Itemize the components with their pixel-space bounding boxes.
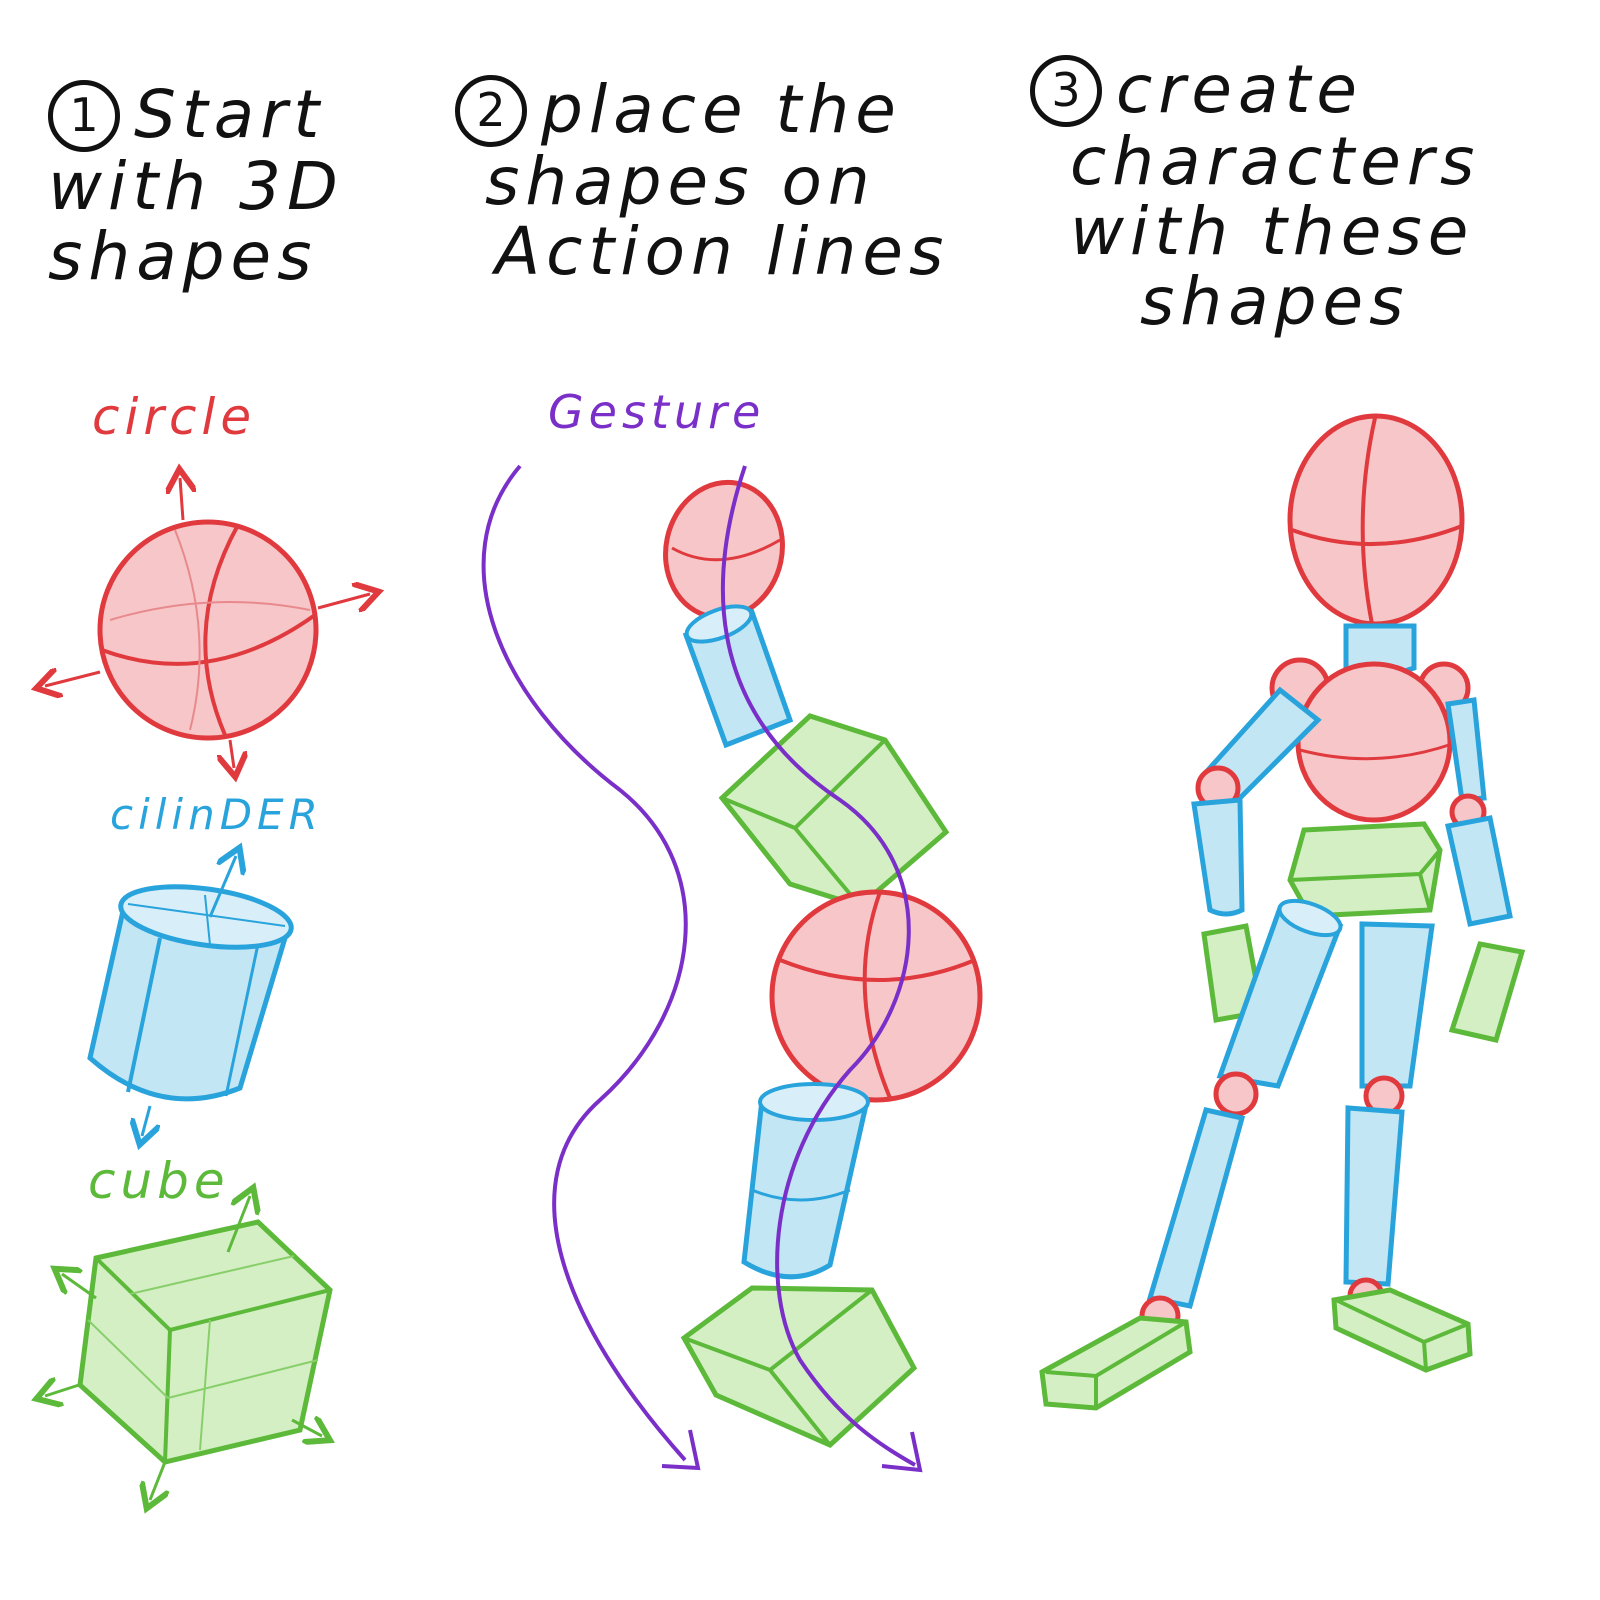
step-1-line-1: Start — [134, 76, 326, 153]
gesture-line-spine — [720, 465, 923, 1473]
sphere-primitive — [97, 519, 319, 741]
step-3-line-1: create — [1116, 51, 1363, 128]
circle-label: circle — [92, 388, 257, 446]
character-mannequin — [1039, 413, 1526, 1411]
gesture-figure-foot-cube — [680, 1285, 918, 1448]
gesture-figure-chest-cube — [718, 713, 950, 909]
cube-primitive — [77, 1219, 333, 1465]
gesture-label: Gesture — [548, 385, 766, 439]
cylinder-axis-arrows — [142, 856, 236, 1136]
sphere-axis-arrows — [45, 478, 370, 768]
cylinder-primitive — [87, 884, 294, 1102]
step-1-line-3: shapes — [48, 218, 318, 295]
step-2-line-1: place the — [541, 71, 902, 148]
step-2-number-badge: 2 — [455, 75, 527, 147]
step-3-line-4: shapes — [1140, 263, 1410, 340]
step-2-line-2: shapes on — [485, 143, 876, 220]
step-3-line-2: characters — [1070, 123, 1481, 200]
step-1-line-2: with 3D — [48, 148, 344, 225]
step-3-number-badge: 3 — [1030, 55, 1102, 127]
cube-axis-arrows — [45, 1196, 322, 1500]
gesture-figure-pelvis-sphere — [769, 889, 983, 1103]
cube-label: cube — [88, 1152, 230, 1210]
gesture-figure-leg-cylinder — [741, 1082, 870, 1280]
cylinder-label: cilinDER — [110, 790, 323, 839]
step-3-line-3: with these — [1070, 193, 1475, 270]
step-1-number-badge: 1 — [48, 80, 120, 152]
step-2-line-3: Action lines — [495, 213, 950, 290]
gesture-line-reference — [481, 464, 701, 1471]
